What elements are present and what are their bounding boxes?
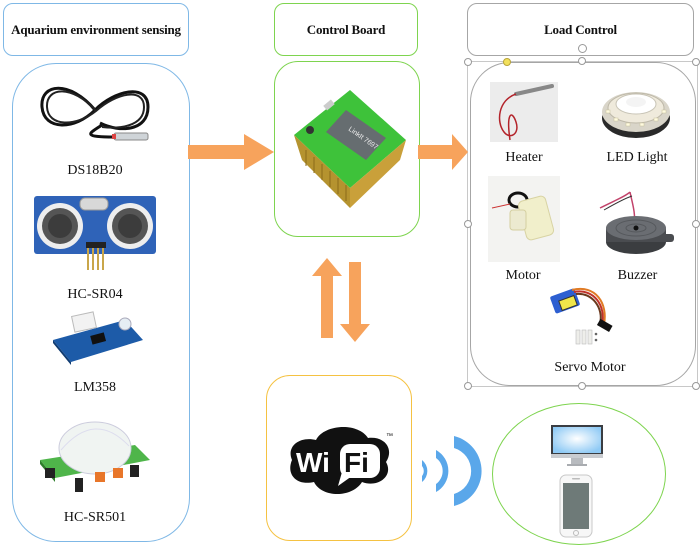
selection-handle-icon[interactable] bbox=[578, 382, 586, 390]
buzzer-image bbox=[596, 188, 676, 260]
arrow-board-to-load bbox=[418, 132, 468, 172]
hc-sr501-label: HC-SR501 bbox=[63, 510, 127, 525]
control-title: Control Board bbox=[306, 21, 386, 37]
hc-sr501-image bbox=[35, 410, 155, 495]
lm358-image bbox=[45, 310, 145, 365]
motor-label: Motor bbox=[505, 268, 541, 283]
sensing-title: Aquarium environment sensing bbox=[11, 21, 181, 37]
heater-image bbox=[490, 82, 558, 142]
wireless-signal bbox=[418, 430, 484, 510]
hc-sr04-label: HC-SR04 bbox=[67, 287, 123, 302]
pir-motion-sensor-icon bbox=[40, 421, 150, 492]
microcontroller-board-icon: LinkIt 7697 bbox=[294, 90, 406, 208]
heater-label: Heater bbox=[505, 150, 543, 165]
wireless-signal-icon bbox=[422, 436, 482, 506]
wifi-trademark: ™ bbox=[386, 433, 393, 440]
selection-handle-icon[interactable] bbox=[503, 58, 511, 66]
monitor-image bbox=[551, 425, 603, 467]
sensing-title-box: Aquarium environment sensing bbox=[3, 3, 189, 56]
arrow-right-icon bbox=[418, 134, 468, 170]
pump-motor-icon bbox=[491, 191, 555, 241]
selection-handle-icon[interactable] bbox=[464, 382, 472, 390]
wifi-logo: Wi Fi ™ bbox=[282, 420, 402, 500]
lm358-label: LM358 bbox=[74, 380, 116, 395]
buzzer-label: Buzzer bbox=[617, 268, 658, 283]
monitor-icon bbox=[551, 425, 603, 466]
ds18b20-image bbox=[30, 75, 160, 155]
temperature-probe-icon bbox=[40, 86, 150, 141]
selection-handle-icon[interactable] bbox=[692, 58, 700, 66]
clients-panel bbox=[492, 403, 666, 545]
load-title: Load Control bbox=[544, 21, 617, 37]
arrow-wifi-to-board bbox=[312, 258, 342, 338]
led-strip-icon bbox=[602, 92, 670, 138]
arrow-up-icon bbox=[312, 258, 342, 338]
selection-handle-icon[interactable] bbox=[692, 220, 700, 228]
arrow-right-icon bbox=[188, 134, 274, 170]
arrow-board-to-wifi bbox=[340, 262, 370, 342]
servo-motor-label: Servo Motor bbox=[554, 360, 626, 375]
ultrasonic-sensor-icon bbox=[34, 196, 156, 270]
smartphone-image bbox=[559, 474, 593, 538]
light-sensor-module-icon bbox=[53, 311, 143, 365]
selection-handle-icon[interactable] bbox=[578, 57, 586, 65]
servo-motor-icon bbox=[550, 287, 613, 345]
rotate-handle-icon[interactable] bbox=[578, 44, 587, 53]
arrow-down-icon bbox=[340, 262, 370, 342]
control-board-image: LinkIt 7697 bbox=[288, 80, 408, 210]
led-light-label: LED Light bbox=[606, 150, 668, 165]
motor-image bbox=[488, 176, 560, 262]
wifi-logo-text-right: Fi bbox=[344, 447, 369, 478]
buzzer-icon bbox=[599, 191, 674, 254]
led-light-image bbox=[598, 78, 674, 144]
selection-handle-icon[interactable] bbox=[464, 220, 472, 228]
hc-sr04-image bbox=[30, 190, 160, 280]
selection-handle-icon[interactable] bbox=[464, 58, 472, 66]
wifi-logo-icon: Wi Fi ™ bbox=[290, 426, 393, 494]
wifi-logo-text-left: Wi bbox=[296, 447, 330, 478]
arrow-sensing-to-board bbox=[188, 132, 274, 172]
ds18b20-label: DS18B20 bbox=[67, 163, 123, 178]
control-title-box: Control Board bbox=[274, 3, 418, 56]
selection-handle-icon[interactable] bbox=[692, 382, 700, 390]
servo-motor-image bbox=[548, 284, 628, 352]
smartphone-icon bbox=[559, 474, 593, 538]
heater-icon bbox=[498, 84, 554, 141]
